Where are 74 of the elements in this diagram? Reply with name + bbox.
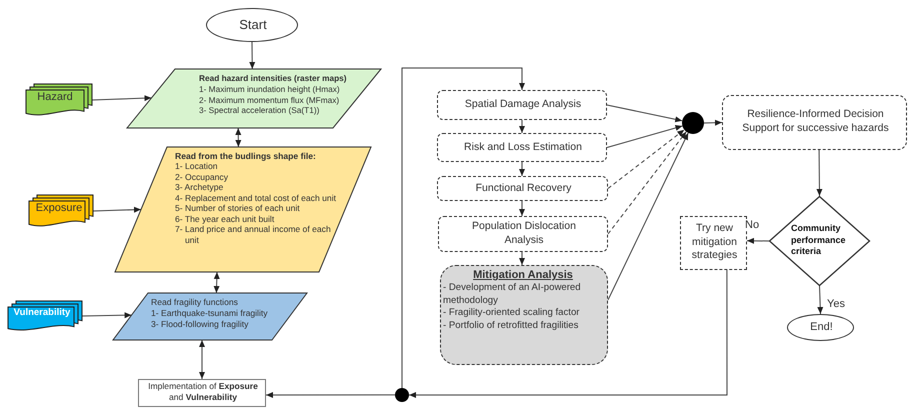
process-box [722,95,907,150]
heading: Read hazard intensities (raster maps) [199,73,348,84]
input-parallelogram [127,69,381,128]
process-box [138,379,266,407]
document-stack [29,195,93,227]
arrow [214,272,220,294]
arrow [608,132,689,300]
input-parallelogram [113,293,307,340]
node-text: Community performance criteria [791,223,847,258]
arrow [266,392,396,398]
arrow [746,238,770,244]
list-item: 7- Land price and annual income of each unit [175,224,332,246]
arrow [519,200,525,216]
arrow [608,129,685,189]
process-box [437,90,607,120]
junction-dot [395,388,409,402]
node-text: 1- Earthquake-tsunami fragility [151,308,269,320]
arrow [92,206,142,213]
arrow [402,68,525,388]
list-item: 4- Replacement and total cost of each unit [175,192,337,204]
list-item: 1- Location [175,161,219,172]
edge-label: No [744,218,760,231]
node-text: Hazard [36,90,74,104]
node-text: End! [809,320,834,334]
heading: Read from the budlings shape file: [175,151,317,162]
node-text: Start [238,17,268,34]
node-text: Resilience-Informed Decision Support for successive hazards [741,108,890,136]
input-parallelogram [115,147,371,272]
process-box [437,133,607,162]
node-text: Functional Recovery [474,182,572,196]
list-item: 2- Maximum momentum flux (MFmax) [199,94,340,106]
heading: Mitigation Analysis [472,268,574,282]
list-item: - Development of an AI-powered methodology [443,282,582,308]
list-item: - Fragility-oriented scaling factor [443,307,580,320]
process-box [680,216,747,270]
process-box [438,216,608,252]
list-item: 1- Maximum inundation height (Hmax) [199,84,341,95]
node-text: Read fragility functions [151,297,239,308]
arrow [608,131,687,234]
arrow [816,150,822,196]
node-text: Risk and Loss Estimation [463,141,583,155]
decision-diamond [769,196,870,286]
list-item: 6- The year each unit built [175,214,276,224]
document-stack [8,301,82,331]
list-item: 3- Spectral acceleration (Sa(T1)) [199,105,320,116]
document-stack [26,84,92,116]
arrow [817,286,824,314]
arrow [199,340,205,380]
arrow [519,252,525,266]
node-text: 3- Flood-following fragility [151,319,250,331]
arrow [704,120,722,126]
arrow [408,270,728,398]
arrow [249,42,256,70]
arrow [606,104,683,122]
arrow [235,128,242,148]
junction-dot [682,112,704,134]
node-text: Vulnerability [12,307,72,320]
node-text: Implementation of Exposure and Vulnerability [147,381,259,404]
arrow [82,312,132,318]
list-item: 3- Archetype [175,182,224,193]
arrow [606,125,683,148]
arrow [92,95,152,102]
arrow [519,120,525,134]
node-text: Exposure [34,201,84,216]
list-item: - Portfolio of retrofitted fragilities [443,320,580,332]
list-item: 5- Number of stories of each unit [175,203,301,214]
node-text: Try new mitigation strategies [690,222,738,263]
list-item: 2- Occupancy [175,172,230,182]
node-text: Population Dislocation Analysis [471,220,577,248]
arrow [519,162,525,176]
process-box [440,265,608,365]
process-box [437,176,608,201]
edge-label: Yes [826,298,846,310]
node-text: Spatial Damage Analysis [464,98,582,112]
